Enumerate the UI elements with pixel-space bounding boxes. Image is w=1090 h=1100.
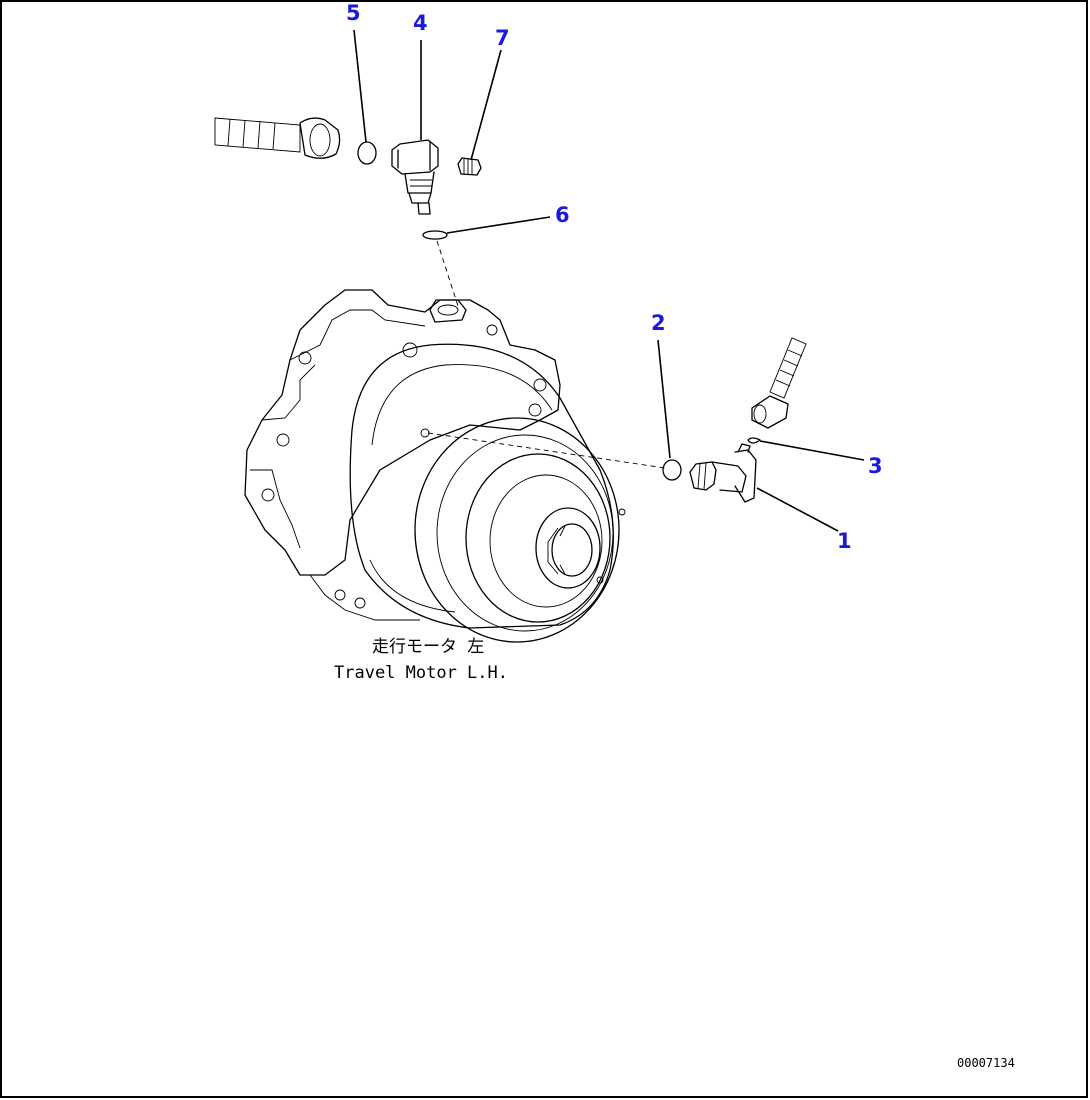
travel-motor	[244, 289, 626, 643]
drawing-number: 00007134	[957, 1056, 1015, 1070]
leader-6	[446, 216, 551, 234]
callout-3: 3	[868, 454, 883, 478]
fitting-4	[391, 139, 439, 215]
sensor-1	[689, 443, 757, 503]
caption-english: Travel Motor L.H.	[334, 663, 508, 683]
o-ring-5	[357, 141, 377, 165]
o-ring-2	[662, 459, 682, 481]
caption-japanese: 走行モータ 左	[372, 637, 484, 657]
plug-7	[457, 157, 482, 176]
callout-6: 6	[555, 203, 570, 227]
callout-2: 2	[651, 311, 666, 335]
hose-end-upper	[214, 117, 341, 159]
connector-right	[751, 337, 807, 429]
callout-1: 1	[837, 529, 852, 553]
callout-7: 7	[495, 26, 510, 50]
callout-4: 4	[413, 11, 428, 35]
callout-5: 5	[346, 1, 361, 25]
leader-7	[470, 49, 502, 161]
cable-tie-3	[747, 437, 761, 444]
leader-1	[756, 487, 839, 532]
leader-5	[353, 29, 367, 143]
assembly-line-6	[436, 240, 459, 307]
assembly-line-2	[427, 432, 666, 469]
o-ring-6	[422, 230, 448, 240]
leader-2	[657, 339, 671, 459]
leader-3	[759, 440, 865, 461]
